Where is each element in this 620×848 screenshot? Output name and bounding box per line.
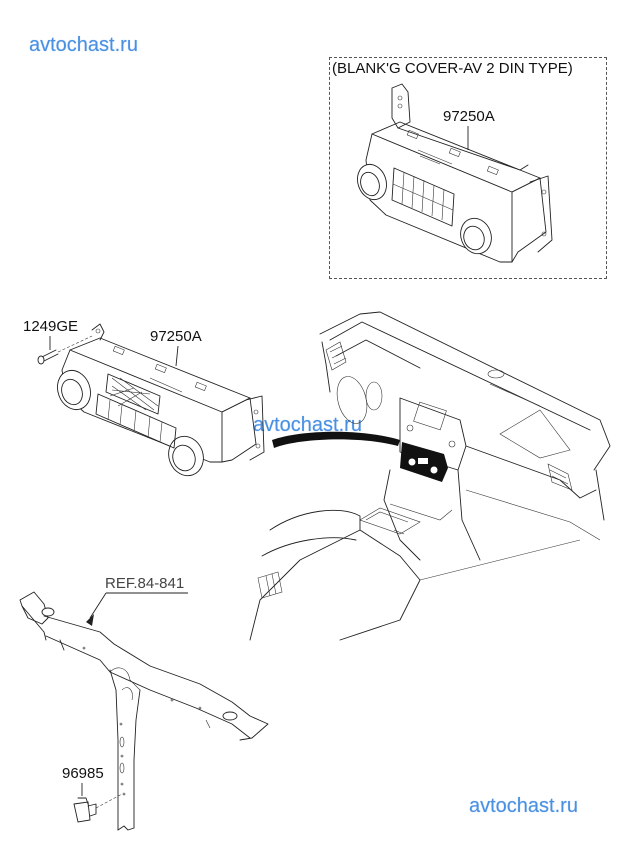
inset-caption: (BLANK'G COVER-AV 2 DIN TYPE): [332, 60, 573, 77]
crossmember-ref-84-841-drawing: [19, 591, 269, 831]
part-label-ref-84-841[interactable]: REF.84-841: [105, 575, 185, 592]
watermark-bottom-right: avtochast.ru: [469, 795, 578, 817]
watermark-center: avtochast.ru: [253, 414, 362, 436]
inset-control-unit-drawing: [357, 83, 553, 263]
control-unit-97250A-drawing: [57, 323, 265, 477]
part-label-1249GE[interactable]: 1249GE: [23, 318, 79, 335]
inset-part-label-97250A[interactable]: 97250A: [443, 108, 495, 125]
dashboard-drawing: [249, 311, 611, 641]
location-arrow: [272, 431, 400, 448]
screw-1249GE-drawing: [37, 335, 93, 365]
part-label-97250A[interactable]: 97250A: [150, 328, 202, 345]
inset-box-blanking-cover: [329, 57, 607, 279]
watermark-top-left: avtochast.ru: [29, 34, 138, 56]
part-label-96985[interactable]: 96985: [62, 765, 104, 782]
sensor-96985-drawing: [73, 783, 123, 823]
